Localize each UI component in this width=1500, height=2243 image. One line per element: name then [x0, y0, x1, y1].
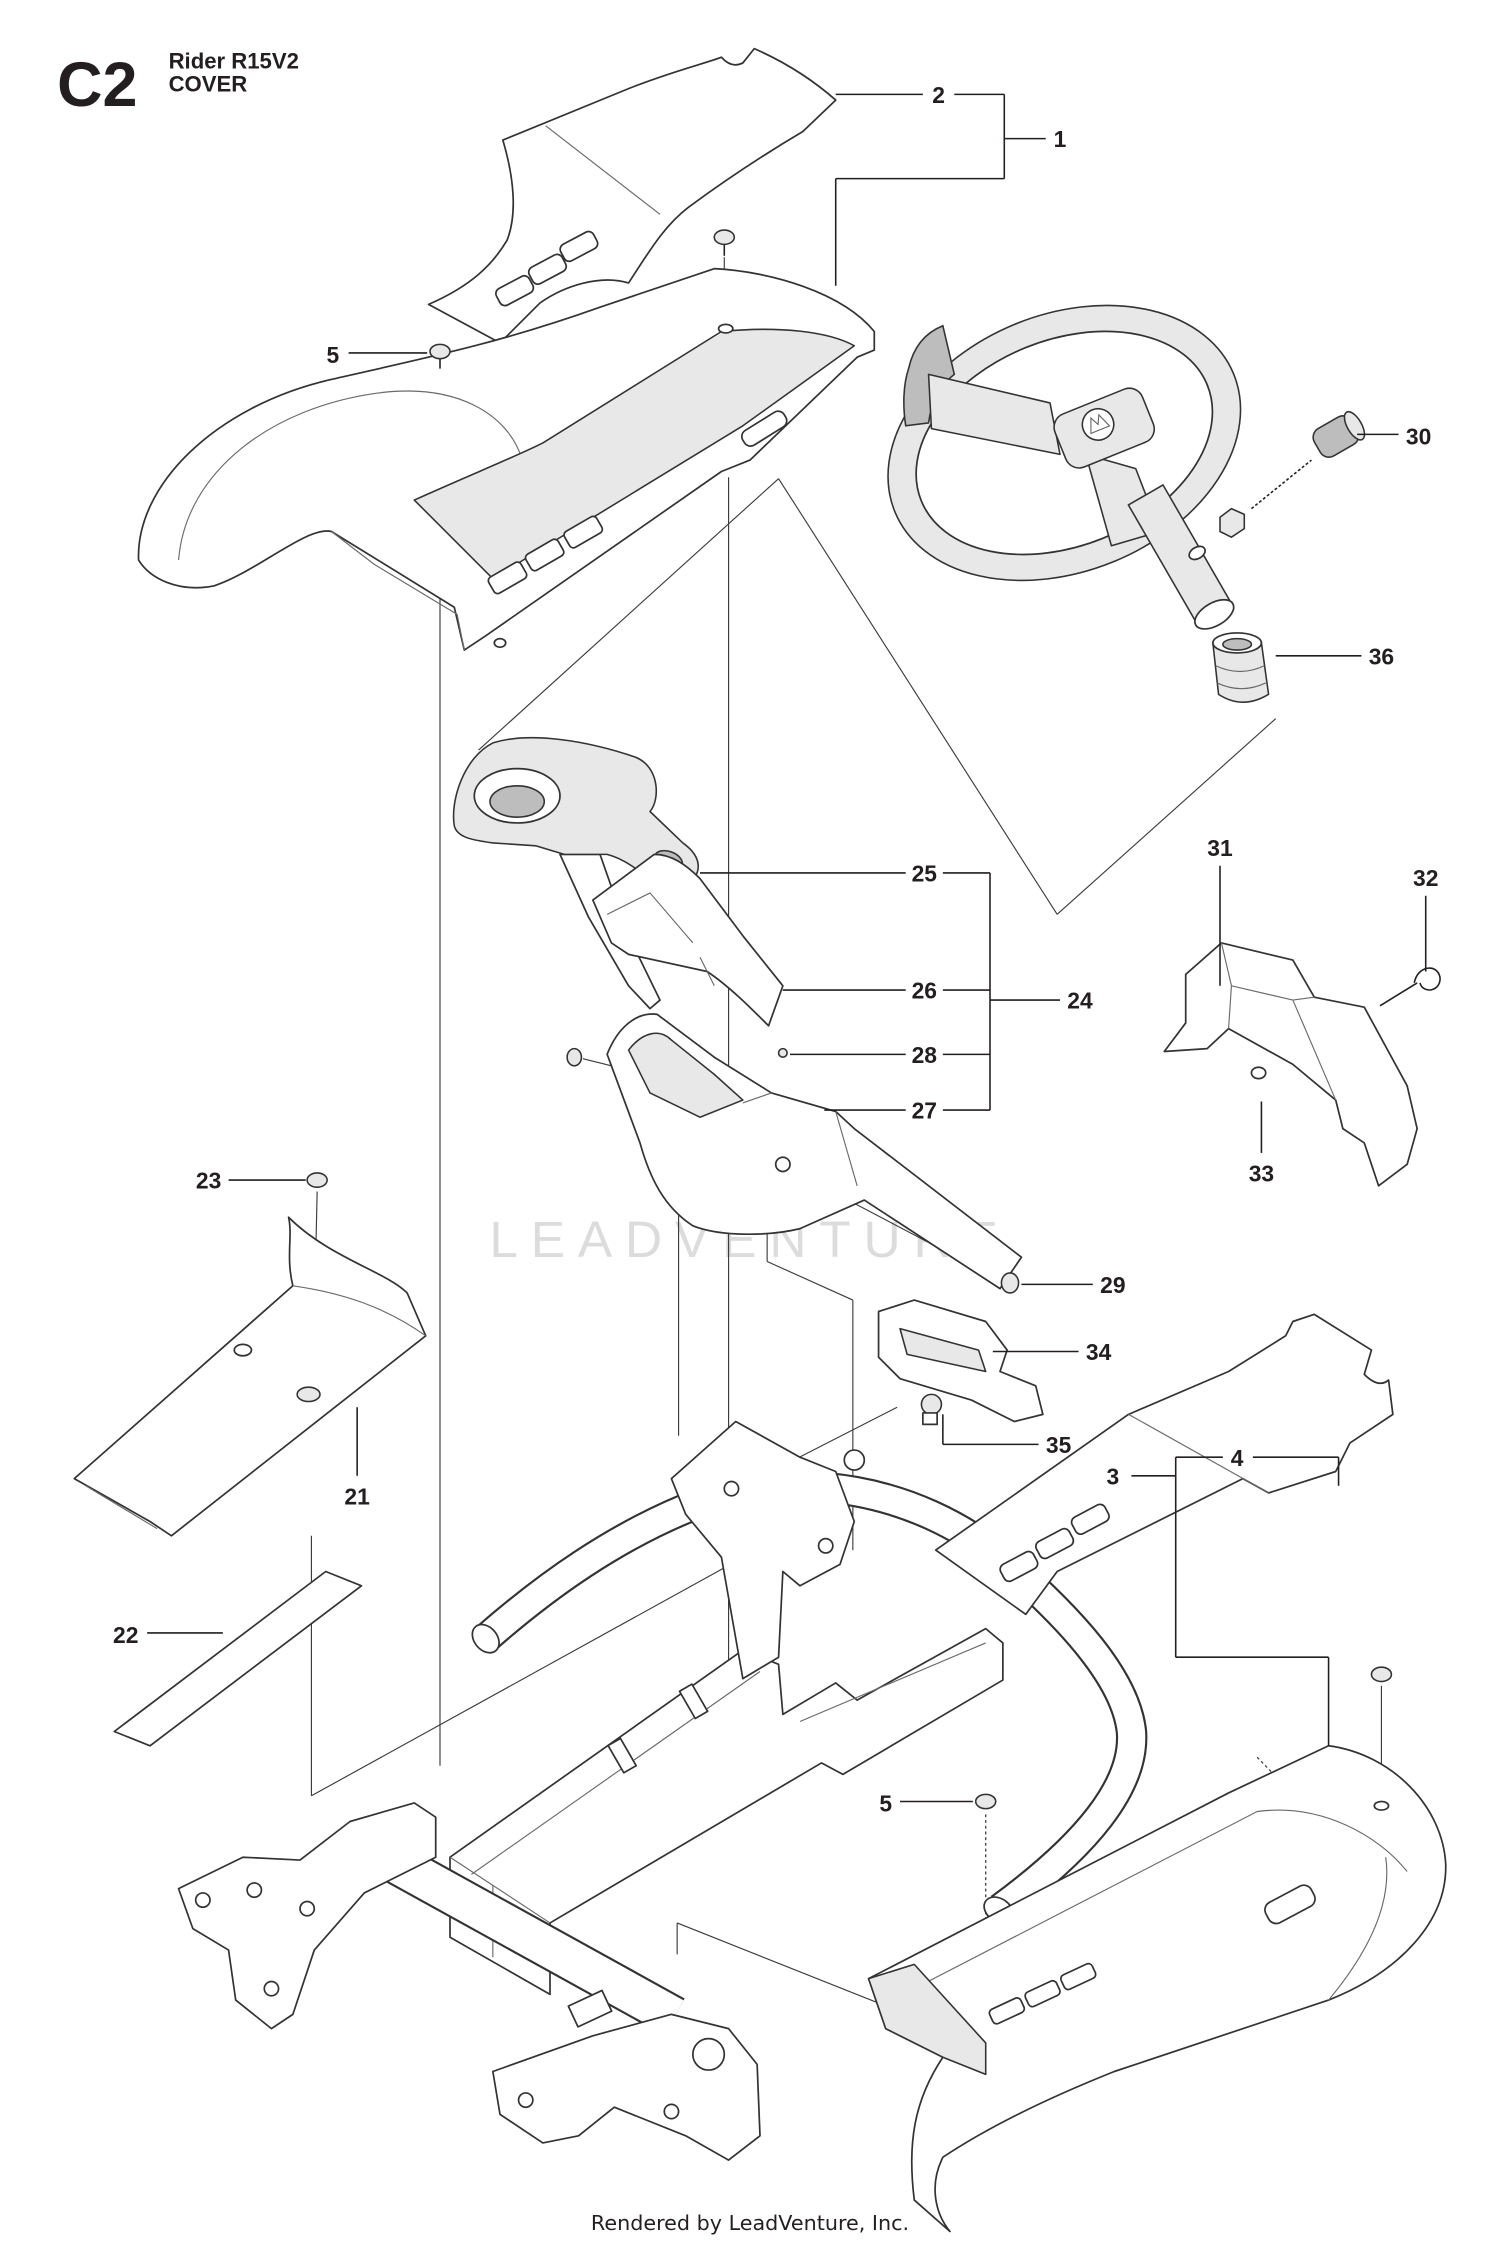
- mat-slot: [559, 230, 599, 263]
- callout-label-25: 25: [912, 861, 938, 887]
- callout-label-27: 27: [912, 1098, 937, 1124]
- callout-label-29: 29: [1100, 1272, 1125, 1298]
- part-28-screw: [777, 1047, 788, 1058]
- leader-lines: [147, 93, 1427, 1803]
- footer-credit: Rendered by LeadVenture, Inc.: [591, 2211, 909, 2235]
- callout-label-22: 22: [113, 1622, 138, 1648]
- part-4-floor-mat: [934, 1313, 1394, 1616]
- frame-hole: [723, 1480, 740, 1497]
- mat-slot: [527, 253, 568, 286]
- panel-hole: [296, 1386, 321, 1403]
- fender-slot: [1024, 1979, 1061, 2008]
- callout-label-5: 5: [879, 1791, 892, 1817]
- callout-label-31: 31: [1207, 835, 1233, 861]
- diagram-code: C2: [57, 50, 137, 120]
- fender-screw: [1370, 1666, 1393, 1683]
- part-36-boot: [1212, 632, 1270, 703]
- callout-label-34: 34: [1086, 1339, 1112, 1365]
- mat-slot: [999, 1550, 1039, 1583]
- part-3-rear-fender: [867, 1744, 1447, 2233]
- cover-hole: [493, 637, 507, 649]
- callout-label-2: 2: [932, 82, 945, 108]
- callout-label-32: 32: [1413, 865, 1438, 891]
- part-26-dash-panel: [592, 853, 784, 1027]
- axle-pivot: [692, 2037, 726, 2071]
- part-35-bulb: [920, 1393, 943, 1426]
- frame-hole: [843, 1449, 866, 1471]
- callout-labels: 1 2 3 4 5 5 21 22 23 24 25 26 27 28 29 3…: [113, 82, 1438, 1817]
- callout-label-36: 36: [1369, 643, 1394, 669]
- part-2-floor-mat: [427, 47, 837, 344]
- fender-slot: [1059, 1962, 1097, 1991]
- steering-washer: [1188, 545, 1206, 561]
- callout-label-30: 30: [1406, 423, 1431, 449]
- steering-nut: [1219, 507, 1246, 538]
- model-name: Rider R15V2: [169, 49, 299, 74]
- cover-slot: [487, 561, 528, 595]
- callout-label-35: 35: [1046, 1432, 1072, 1458]
- frame-hole: [263, 1980, 280, 1997]
- column-opening: [627, 1032, 744, 1118]
- wheel-spoke: [927, 373, 1061, 456]
- part-1-cover: [137, 267, 876, 651]
- tube-end-cap: [471, 1623, 500, 1654]
- callout-label-1: 1: [1054, 126, 1067, 152]
- fender-slot: [1264, 1884, 1316, 1925]
- part-31-shield: [1163, 942, 1418, 1187]
- mat-slot: [1070, 1503, 1110, 1536]
- part-33-washer: [1250, 1066, 1267, 1080]
- callout-label-21: 21: [344, 1483, 370, 1509]
- frame-slot: [678, 1683, 709, 1720]
- steering-bolt: [1250, 459, 1312, 510]
- cover-slot: [740, 410, 788, 447]
- callout-label-24: 24: [1067, 988, 1093, 1014]
- frame-hole: [663, 2103, 680, 2120]
- mat-slot: [495, 274, 535, 307]
- frame-hole: [817, 1537, 834, 1554]
- callout-label-26: 26: [912, 978, 937, 1004]
- mat-slot: [1035, 1527, 1075, 1560]
- cover-slot: [524, 538, 565, 572]
- part-5-screw: [429, 343, 451, 369]
- callout-label-23: 23: [196, 1168, 221, 1194]
- callout-label-33: 33: [1249, 1161, 1274, 1187]
- cover-hole: [717, 323, 734, 334]
- fender-slot: [988, 1997, 1026, 2025]
- callout-label-4: 4: [1231, 1445, 1244, 1471]
- callout-label-5: 5: [326, 342, 339, 368]
- frame-hole: [246, 1882, 263, 1899]
- frame-hole: [299, 1900, 316, 1917]
- frame-hole: [194, 1892, 211, 1909]
- fender-hole: [1373, 1800, 1390, 1811]
- steering-wheel: [887, 304, 1242, 630]
- dash-support-bracket: [670, 1420, 856, 1680]
- callout-label-3: 3: [1106, 1463, 1119, 1489]
- part-32-pin: [1379, 967, 1441, 1007]
- console-screw: [566, 1047, 583, 1067]
- part-30-knob: [1312, 410, 1366, 458]
- frame-hole: [517, 2092, 534, 2109]
- part-5-screw: [974, 1793, 997, 1810]
- part-22-strip: [113, 1570, 363, 1747]
- frame-slot: [607, 1737, 638, 1774]
- cup-holder: [489, 785, 546, 818]
- part-21-side-panel: [73, 1216, 427, 1537]
- part-5-screw: [713, 229, 736, 256]
- section-name: COVER: [169, 72, 248, 97]
- wheel-hub: [1053, 387, 1156, 469]
- panel-hole: [233, 1343, 253, 1357]
- callout-label-28: 28: [912, 1042, 937, 1068]
- part-23-screw: [306, 1172, 328, 1188]
- fender-flap: [867, 1963, 987, 2076]
- part-34-bracket: [877, 1299, 1044, 1423]
- part-27-column-cover: [606, 1013, 1023, 1290]
- front-axle-bracket-right: [492, 2013, 761, 2161]
- cover-slot: [563, 515, 604, 549]
- axle-block: [567, 1989, 613, 2028]
- column-hole: [774, 1156, 791, 1173]
- steering-column-end: [1194, 598, 1235, 630]
- part-29-screw: [1000, 1272, 1020, 1294]
